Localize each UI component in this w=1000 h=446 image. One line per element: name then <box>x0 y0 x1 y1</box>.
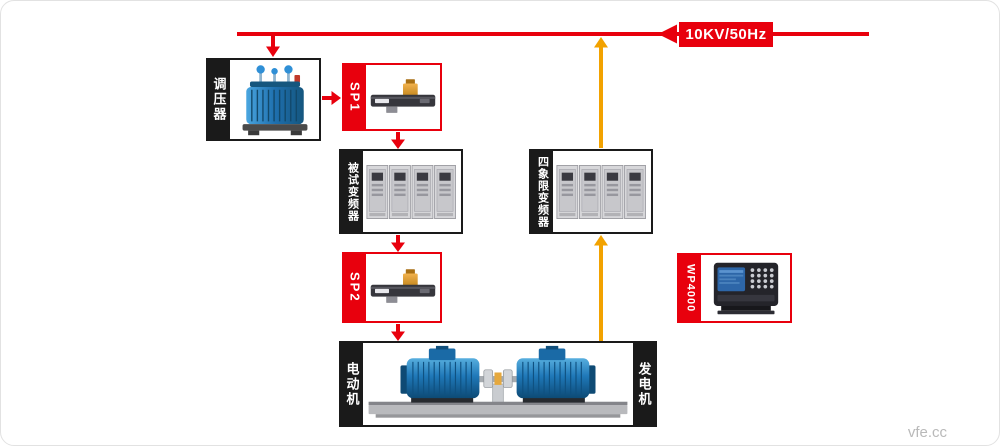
power-source-label: 10KV/50Hz <box>679 22 773 47</box>
sp2-sensor-icon <box>370 269 436 303</box>
wp4000-label: WP4000 <box>684 263 697 313</box>
quad-inverter-label: 四象限变频器 <box>536 155 549 228</box>
generator-label-strip: 发电机 <box>633 343 655 425</box>
sp2-label-strip: SP2 <box>344 254 366 321</box>
arrow-quad-inverter-to-grid <box>594 37 608 148</box>
inverter-cabinets-icon <box>556 164 646 219</box>
arrow-sp1-to-dut-inverter <box>391 132 405 149</box>
motor-label: 电动机 <box>344 361 360 407</box>
transformer-icon <box>242 64 307 135</box>
dut-inverter-label: 被试变频器 <box>346 161 359 222</box>
regulator-label: 调压器 <box>211 77 227 122</box>
arrow-sp2-to-motor <box>391 324 405 341</box>
grid-flow-arrow <box>658 24 677 44</box>
quad-inverter-node: 四象限变频器 <box>529 149 653 234</box>
dut-inverter-node: 被试变频器 <box>339 149 463 234</box>
motor-label-strip: 电动机 <box>341 343 363 425</box>
motor-test-bench-icon <box>368 345 628 418</box>
power-analyzer-icon <box>713 262 778 314</box>
inverter-cabinets-icon <box>366 164 456 219</box>
main-power-line <box>237 24 869 44</box>
dut-inverter-label-strip: 被试变频器 <box>341 151 363 232</box>
motor-generator-bench: 电动机 <box>339 341 657 427</box>
wp4000-label-strip: WP4000 <box>679 255 701 321</box>
regulator-label-strip: 调压器 <box>208 60 230 139</box>
sp2-label: SP2 <box>347 272 363 303</box>
sp1-sensor-icon <box>370 78 436 113</box>
generator-icon <box>516 345 596 403</box>
wp4000-node: WP4000 <box>677 253 792 323</box>
motor-icon <box>400 345 480 403</box>
generator-label: 发电机 <box>636 361 652 407</box>
sp1-label: SP1 <box>347 81 363 113</box>
arrow-grid-to-regulator <box>266 34 280 57</box>
sp1-node: SP1 <box>342 63 442 131</box>
sp2-node: SP2 <box>342 252 442 323</box>
arrow-regulator-to-sp1 <box>322 91 341 105</box>
arrow-dut-inverter-to-sp2 <box>391 235 405 252</box>
quad-inverter-label-strip: 四象限变频器 <box>531 151 553 232</box>
watermark: vfe.cc <box>907 424 947 441</box>
arrow-generator-to-quad-inverter <box>594 235 608 341</box>
sp1-label-strip: SP1 <box>344 65 366 129</box>
regulator-node: 调压器 <box>206 58 321 141</box>
